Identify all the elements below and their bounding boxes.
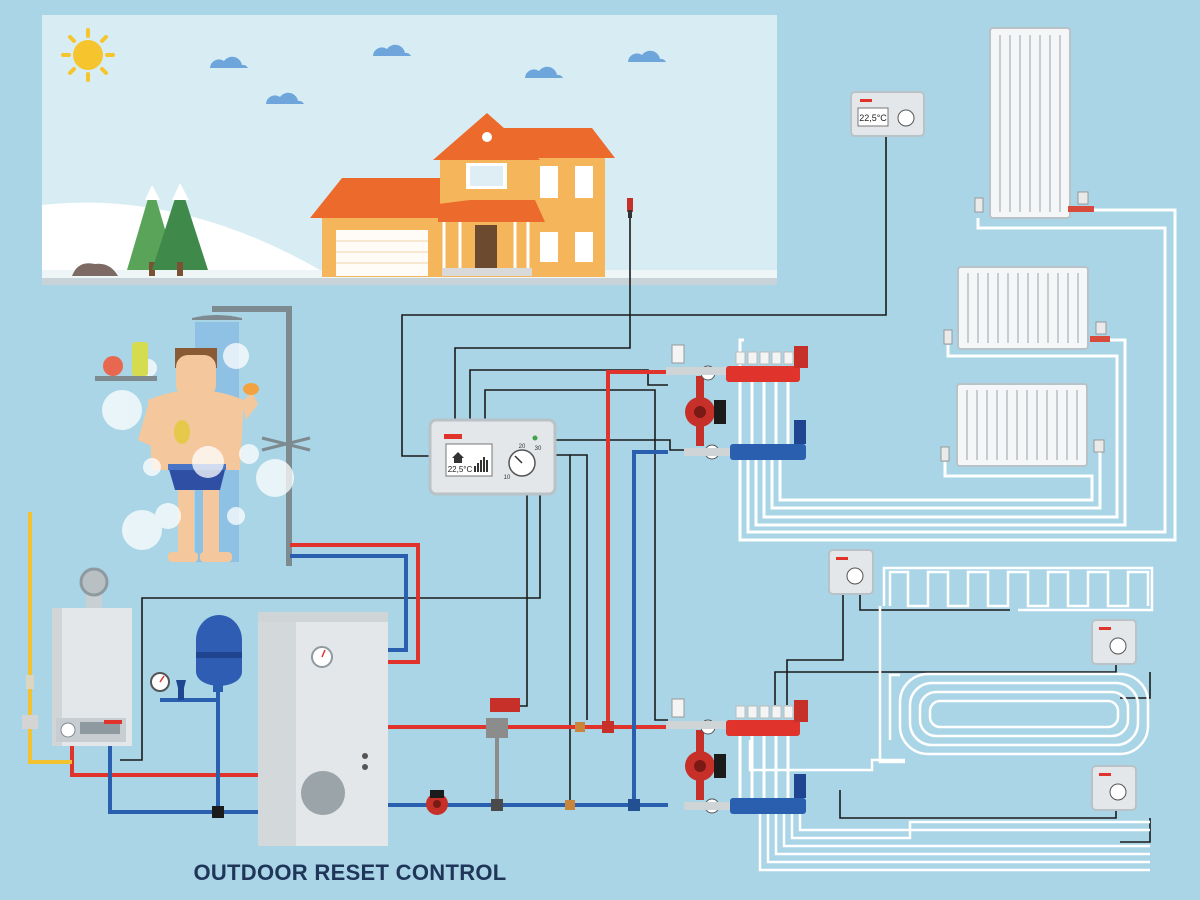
- expansion-tank-icon: [196, 615, 242, 692]
- room-thermostat-temperature: 22,5°C: [859, 113, 887, 123]
- house-icon: [452, 452, 464, 463]
- radiator-icon: [956, 383, 1088, 467]
- outdoor-scene: [42, 15, 777, 285]
- soap-bubbles: [102, 343, 294, 550]
- circulation-pump-icon: [666, 344, 730, 460]
- storage-tank-icon: [258, 612, 388, 846]
- dial-mid-label: 20: [519, 444, 526, 450]
- manifold-icon: [726, 700, 808, 814]
- circulation-pump-icon: [426, 790, 448, 815]
- thermostat-icon: [1091, 765, 1137, 811]
- radiator-valve: [940, 191, 1110, 462]
- circulation-pump-icon: [666, 698, 730, 814]
- thermostat-icon: 22,5°C: [850, 91, 925, 137]
- radiator-piping: [738, 208, 1177, 542]
- power-indicator: [532, 435, 538, 441]
- radiator-icon: [989, 27, 1071, 219]
- dial-max-label: 30: [535, 446, 542, 452]
- bather: [138, 348, 259, 562]
- house-icon: [310, 113, 615, 277]
- pressure-gauge-icon: [150, 672, 186, 700]
- sun-icon: [61, 28, 115, 82]
- outdoor-reset-controller: 22,5°C 20 10 30: [428, 418, 557, 496]
- diagram-caption: OUTDOOR RESET CONTROL: [193, 860, 507, 885]
- pipework: [28, 370, 668, 814]
- boiler-icon: [52, 567, 132, 746]
- radiant-floor-loop: [748, 566, 1154, 872]
- thermostat-icon: [828, 549, 874, 595]
- tree-icon: [127, 183, 208, 276]
- mixing-valve: [486, 698, 520, 738]
- manifold-icon: [726, 346, 808, 460]
- rock: [72, 263, 118, 276]
- bath-shelf: [95, 342, 157, 381]
- dial-min-label: 10: [504, 475, 511, 481]
- outdoor-sensor-icon: [627, 198, 633, 218]
- controller-temperature: 22,5°C: [448, 465, 473, 474]
- control-wiring: [120, 136, 1151, 843]
- radiator-icon: [957, 266, 1089, 350]
- pipe-fittings: [22, 675, 640, 818]
- thermostat-icon: [1091, 619, 1137, 665]
- cloud-icon: [210, 44, 666, 104]
